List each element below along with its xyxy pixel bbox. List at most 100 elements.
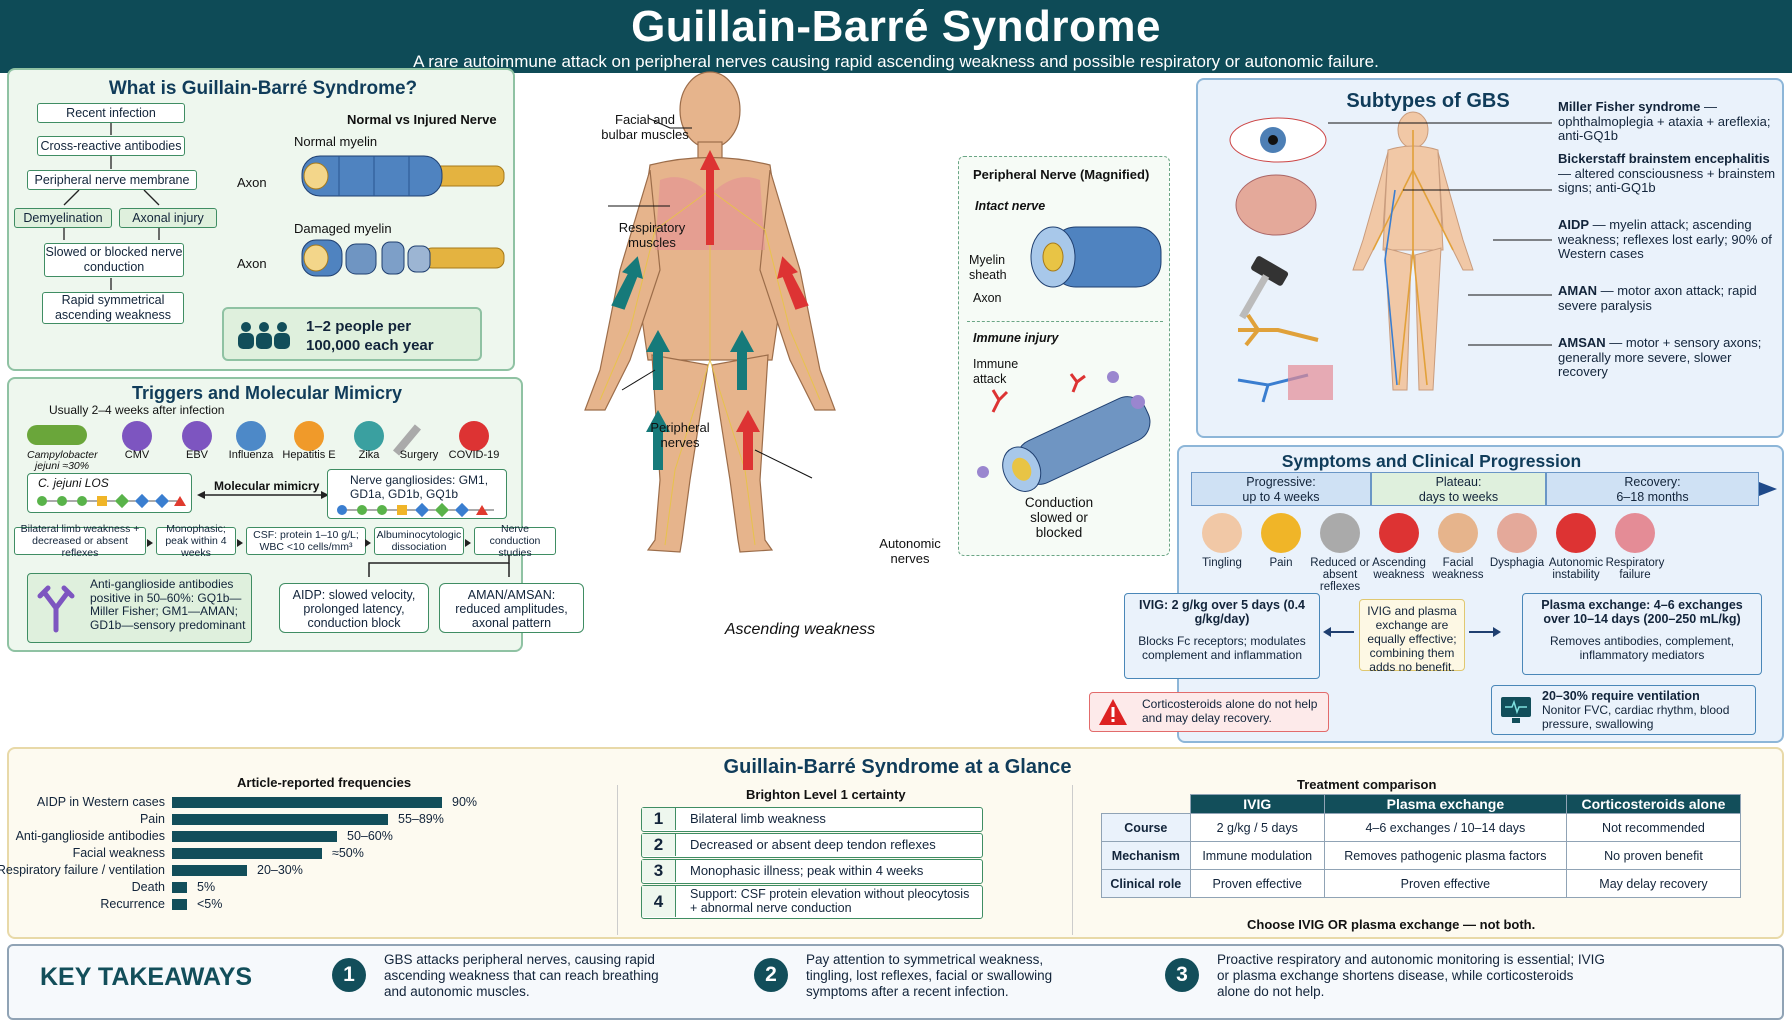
takeaways-title: KEY TAKEAWAYS [40, 963, 253, 991]
criteria-box: Bilateral limb weakness + decreased or a… [14, 523, 146, 559]
symptom-item: Respiratory failure [1600, 513, 1670, 581]
table-header: Plasma exchange [1323, 794, 1567, 814]
subtype-desc: — ophthalmoplegia + ataxia + areflexia; … [1558, 99, 1771, 143]
brighton-number: 2 [642, 834, 676, 856]
symptom-icon [1379, 513, 1419, 553]
stage-time: days to weeks [1418, 490, 1499, 504]
criteria-box: Nerve conduction studies [474, 523, 556, 559]
subtype-desc: — motor axon attack; rapid severe paraly… [1558, 283, 1757, 313]
pathogen-label: CMV [124, 449, 150, 461]
bar-category-label: Respiratory failure / ventilation [0, 863, 165, 877]
ganglioside-box: Nerve gangliosides: GM1, GD1a, GD1b, GQ1… [327, 469, 507, 519]
pathogen-label: Campylobacter jejuni ≈30% [27, 449, 98, 472]
stage-box: Recovery:6–18 months [1546, 472, 1759, 506]
antibody-text: Anti-ganglioside antibodies positive in … [90, 577, 246, 632]
axon-label-1: Axon [237, 175, 267, 190]
bar-value-label: 55–89% [398, 812, 444, 826]
myelin-sheath-label: Myelin sheath [969, 253, 1007, 282]
pathogen-label: Influenza [228, 449, 274, 461]
human-body-illustration [584, 71, 836, 553]
subtype-name: AIDP [1558, 217, 1590, 232]
pathogen-label: Hepatitis E [282, 449, 336, 461]
timeline-arrow-icon [1759, 482, 1777, 496]
stage-time: 6–18 months [1616, 490, 1689, 504]
stage-time: up to 4 weeks [1242, 490, 1320, 504]
bar [172, 814, 388, 825]
pathogen-icon [27, 425, 87, 445]
immune-injury-label: Immune injury [973, 331, 1059, 345]
symptom-item: Facial weakness [1423, 513, 1493, 581]
takeaway-1: GBS attacks peripheral nerves, causing r… [384, 952, 659, 999]
symptom-label: Pain [1269, 557, 1293, 569]
body-caption: Ascending weakness [724, 621, 876, 638]
table-row-header: Mechanism [1101, 841, 1191, 870]
brighton-number: 4 [642, 886, 676, 917]
criteria-box: Monophasic; peak within 4 weeks [156, 523, 236, 559]
table-header: Corticosteroids alone [1565, 794, 1742, 814]
table-cell: Immune modulation [1189, 841, 1325, 870]
symptom-label: Reduced or absent reflexes [1310, 557, 1370, 593]
symptom-item: Pain [1246, 513, 1316, 569]
intact-label: Intact nerve [975, 199, 1046, 213]
warning-icon [1099, 699, 1127, 725]
symptom-icon [1202, 513, 1242, 553]
bar-value-label: 50–60% [347, 829, 393, 843]
table-cell: Not recommended [1565, 813, 1742, 842]
bar-category-label: Recurrence [100, 897, 165, 911]
antibody-icon [37, 585, 75, 633]
glance-divider-1 [617, 785, 618, 935]
table-cell: No proven benefit [1565, 841, 1742, 870]
criteria-arrow-icon [365, 539, 371, 547]
magnified-title: Peripheral Nerve (Magnified) [973, 167, 1150, 182]
subtype-desc: — myelin attack; ascending weakness; ref… [1558, 217, 1772, 261]
los-label: C. jejuni LOS [38, 476, 109, 490]
incidence-box: 1–2 people per 100,000 each year [222, 307, 482, 361]
subtype-item: AIDP — myelin attack; ascending weakness… [1558, 217, 1778, 262]
steroid-text: Corticosteroids alone do not help and ma… [1142, 697, 1318, 725]
trigger-timing: Usually 2–4 weeks after infection [49, 403, 225, 417]
table-cell: Proven effective [1189, 869, 1325, 898]
peripheral-label: Peripheral nerves [650, 420, 710, 450]
glance-divider-2 [1072, 785, 1073, 935]
autonomic-label: Autonomic nerves [879, 536, 941, 566]
bar [172, 882, 187, 893]
stage-box: Progressive:up to 4 weeks [1191, 472, 1371, 506]
table-header: IVIG [1189, 794, 1325, 814]
table-row-header: Course [1101, 813, 1191, 842]
subtype-name: Bickerstaff brainstem encephalitis [1558, 151, 1770, 166]
symptom-item: Tingling [1187, 513, 1257, 569]
los-chain [37, 493, 186, 509]
pathogen-icon [354, 421, 384, 451]
ivig-box: IVIG: 2 g/kg over 5 days (0.4 g/kg/day) … [1124, 593, 1320, 679]
facial-label: Facial and bulbar muscles [601, 112, 689, 142]
subtype-desc: — motor + sensory axons; generally more … [1558, 335, 1762, 379]
steroid-warning: Corticosteroids alone do not help and ma… [1089, 692, 1329, 732]
damaged-nerve-illustration [301, 239, 505, 277]
aman-box: AMAN/AMSAN: reduced amplitudes, axonal p… [439, 583, 584, 633]
bar-value-label: <5% [197, 897, 223, 911]
takeaway-3: Proactive respiratory and autonomic moni… [1217, 952, 1605, 999]
table-cell: 2 g/kg / 5 days [1189, 813, 1325, 842]
symptom-icon [1556, 513, 1596, 553]
pathogen-icon [294, 421, 324, 451]
ventilation-box: 20–30% require ventilation Nonitor FVC, … [1491, 685, 1756, 735]
triggers-panel: Triggers and Molecular Mimicry Usually 2… [7, 377, 584, 652]
criteria-box: CSF: protein 1–10 g/L; WBC <10 cells/mm³ [246, 527, 366, 555]
injured-nerve-icon [977, 371, 1151, 492]
axon-label-2: Axon [237, 256, 267, 271]
flow-nerve-membrane: Peripheral nerve membrane [27, 170, 197, 190]
bar-value-label: 90% [452, 795, 478, 809]
symptoms-panel: Symptoms and Clinical Progression Progre… [1089, 445, 1784, 743]
subtype-desc: — altered consciousness + brainstem sign… [1558, 165, 1776, 195]
people-icon [238, 322, 290, 349]
pathogen-icon [122, 421, 152, 451]
subtypes-title: Subtypes of GBS [1346, 90, 1510, 112]
subtype-item: AMSAN — motor + sensory axons; generally… [1558, 335, 1778, 380]
magnified-panel: Peripheral Nerve (Magnified) Intact nerv… [958, 156, 1170, 556]
page-header: Guillain-Barré Syndrome A rare autoimmun… [0, 0, 1792, 73]
brighton-text: Bilateral limb weakness [690, 811, 826, 826]
